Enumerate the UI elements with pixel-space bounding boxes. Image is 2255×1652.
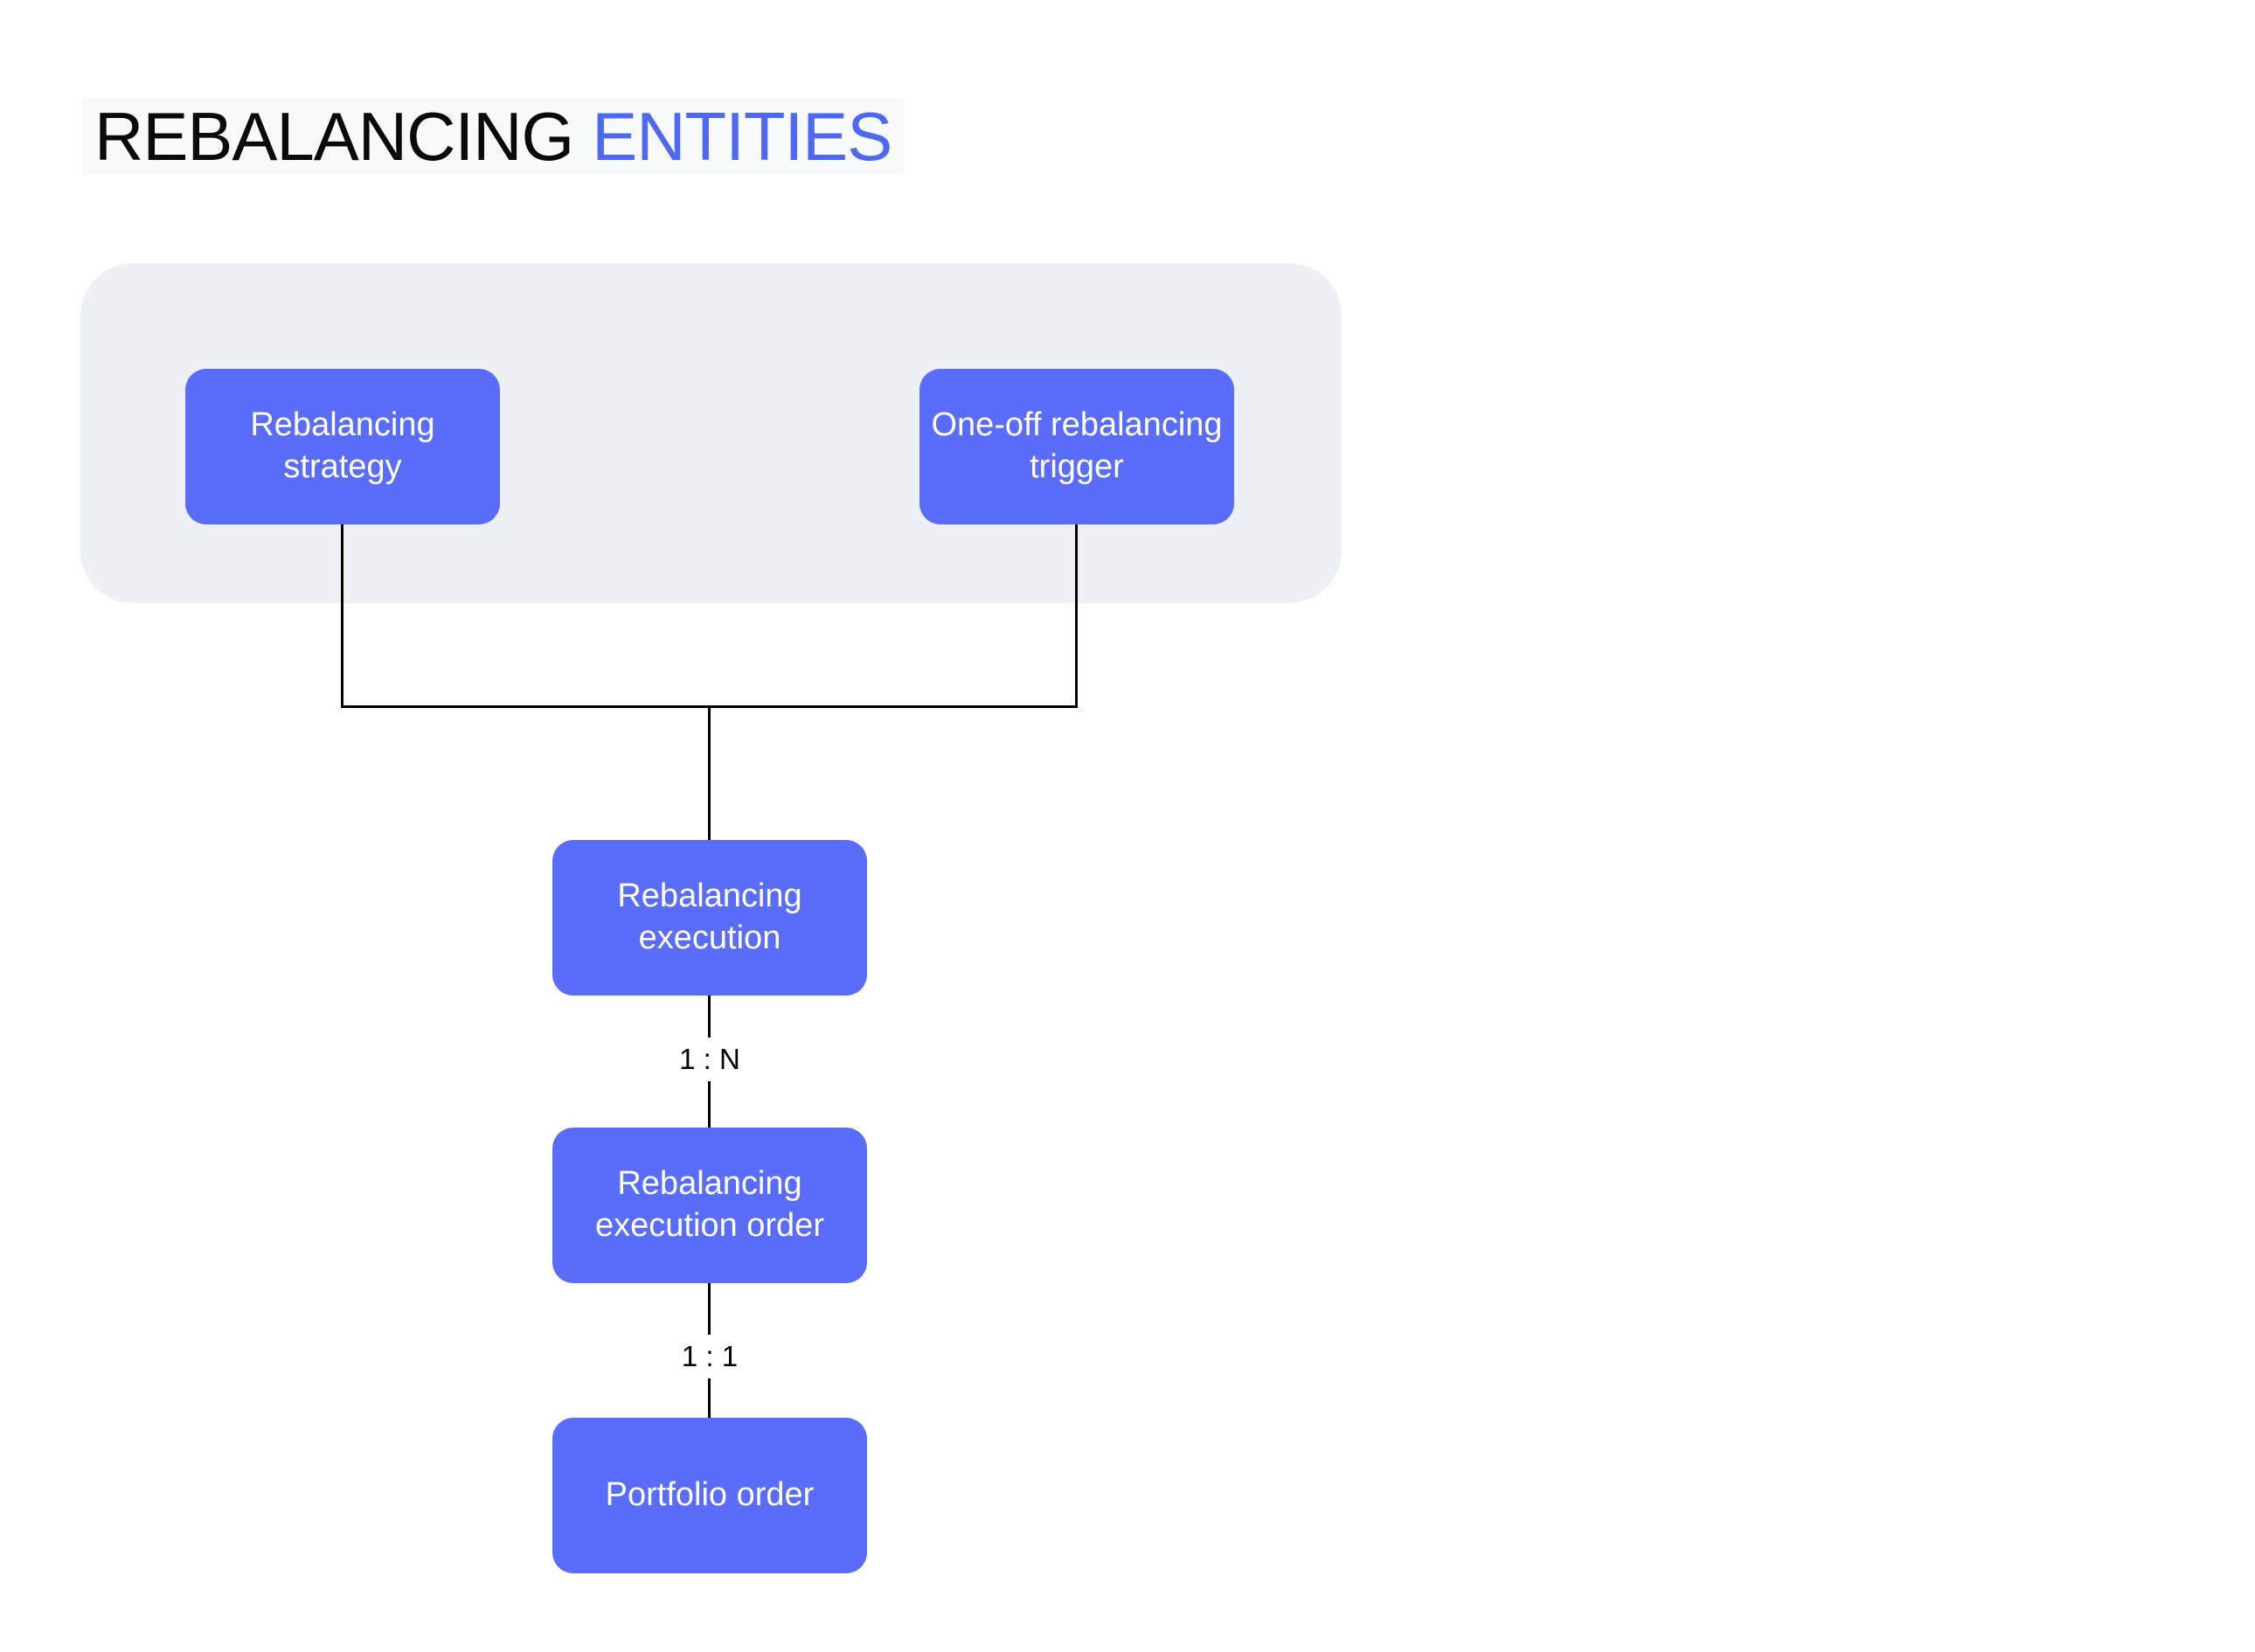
connector-strategy-down [341, 524, 343, 708]
node-rebalancing-execution: Rebalancing execution [552, 840, 867, 996]
connector-trigger-down [1075, 524, 1078, 708]
connector-rail-to-execution [708, 705, 711, 842]
node-label: Portfolio order [605, 1476, 815, 1514]
node-label: Rebalancing strategy [250, 406, 435, 485]
node-portfolio-order: Portfolio order [552, 1418, 867, 1573]
cardinality-label-1-n: 1 : N [669, 1038, 751, 1081]
page-title-accent: ENTITIES [592, 98, 892, 175]
page-title-primary: REBALANCING [94, 98, 574, 175]
node-label: Rebalancing execution [617, 878, 802, 956]
cardinality-label-1-1: 1 : 1 [670, 1335, 749, 1378]
node-label: Rebalancing execution order [595, 1165, 824, 1244]
node-rebalancing-execution-order: Rebalancing execution order [552, 1128, 867, 1283]
node-label: One-off rebalancing trigger [931, 406, 1223, 485]
node-one-off-rebalancing-trigger: One-off rebalancing trigger [919, 369, 1234, 524]
page-title: REBALANCING ENTITIES [82, 98, 905, 175]
node-rebalancing-strategy: Rebalancing strategy [185, 369, 500, 524]
